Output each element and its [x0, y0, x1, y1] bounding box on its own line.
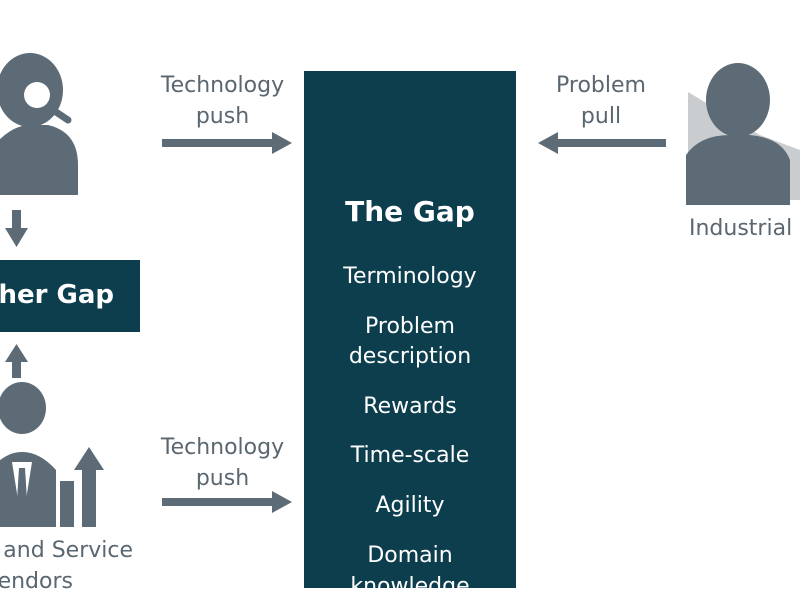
vendors-label-line1: t and Service	[0, 538, 133, 563]
gap-item-description: description	[348, 344, 472, 369]
tech-push-bottom-line2: push	[195, 466, 250, 491]
gap-item-knowledge: knowledge	[350, 574, 470, 599]
tech-push-bottom-arrow	[162, 491, 292, 513]
problem-pull-line1: Problem	[556, 73, 646, 98]
problem-pull-arrow	[538, 132, 666, 154]
arrow-down-icon	[5, 210, 28, 247]
the-gap-box: The Gap Terminology Problem description …	[304, 71, 516, 599]
tech-push-bottom-label: Technology push	[150, 432, 295, 494]
gap-item-problem: Problem	[365, 314, 455, 339]
other-gap-label: ther Gap	[0, 280, 114, 310]
gap-item-time-scale: Time-scale	[350, 443, 470, 468]
tech-push-top-label: Technology push	[150, 70, 295, 132]
problem-pull-line2: pull	[580, 104, 622, 129]
gap-item-terminology: Terminology	[343, 264, 477, 289]
vendor-icon	[0, 382, 104, 527]
tech-push-top-line1: Technology	[160, 73, 285, 98]
gap-title: The Gap	[345, 195, 475, 228]
gap-item-domain: Domain	[367, 543, 453, 568]
gap-item-agility: Agility	[375, 493, 445, 518]
tech-push-top-arrow	[162, 132, 292, 154]
tech-push-top-line2: push	[195, 104, 250, 129]
vendors-label-line2: endors	[0, 569, 73, 594]
researcher-icon	[0, 53, 78, 195]
industrial-expert-icon	[686, 63, 800, 205]
gap-item-rewards: Rewards	[363, 394, 457, 419]
tech-push-bottom-line1: Technology	[160, 435, 285, 460]
arrow-up-icon	[5, 344, 28, 378]
problem-pull-label: Problem pull	[540, 70, 662, 132]
other-gap-box: ther Gap	[0, 260, 140, 332]
industrial-label: Industrial e	[689, 216, 800, 241]
